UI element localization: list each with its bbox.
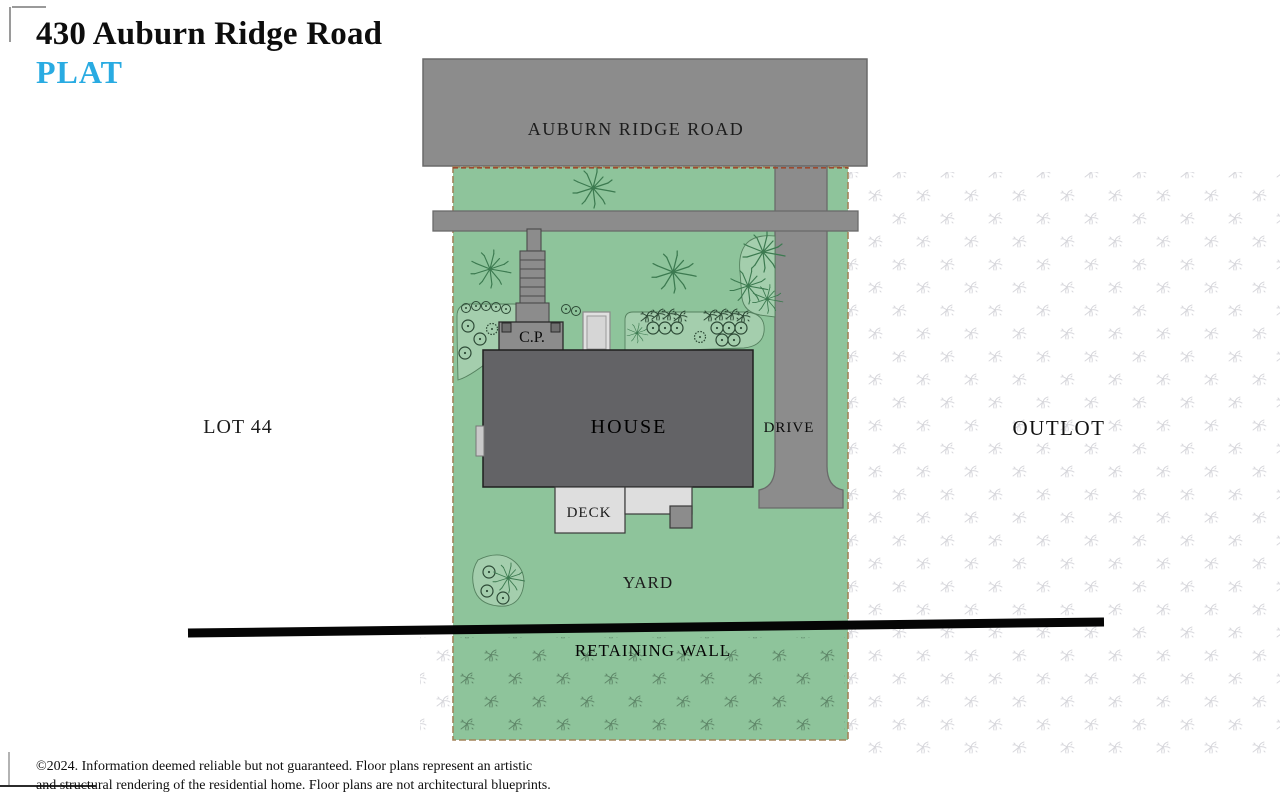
road-shape [422,58,868,167]
sidewalk-shape [432,210,859,232]
yard-pattern [456,637,845,738]
covered-porch-shape [498,321,564,353]
road-label: AUBURN RIDGE ROAD [527,119,745,139]
patio-step-shape [669,505,693,529]
walkway-steps [515,228,550,325]
page-subtitle: PLAT [36,54,123,90]
top-left-mark-horizontal [12,6,46,8]
lot-label: LOT 44 [203,416,273,438]
page-title: 430 Auburn Ridge Road [36,16,383,52]
house-label: HOUSE [590,416,668,438]
covered-porch-label: C.P. [519,329,545,346]
deck-label: DECK [566,505,612,521]
yard-label: YARD [622,573,674,592]
drive-shape [758,165,844,509]
house-bay-shape [475,425,485,457]
deck-shape [554,486,626,534]
footer-line-2: and structural rendering of the resident… [36,778,551,793]
drive-label: DRIVE [763,420,815,436]
footer-line-1: ©2024. Information deemed reliable but n… [36,759,533,774]
outlot-pattern [849,172,1280,760]
bottom-left-mark-vertical [8,752,10,786]
top-left-mark-vertical [9,7,11,42]
outlot-label: OUTLOT [1012,416,1106,440]
retaining-wall-label: RETAINING WALL [574,641,732,660]
footer-disclaimer: ©2024. Information deemed reliable but n… [36,757,551,795]
stoop-shape [582,311,611,352]
left-pattern-strip [420,637,453,739]
house-shape [482,349,754,488]
bottom-left-mark-horizontal [0,785,96,787]
retaining-wall-line [187,617,1105,638]
